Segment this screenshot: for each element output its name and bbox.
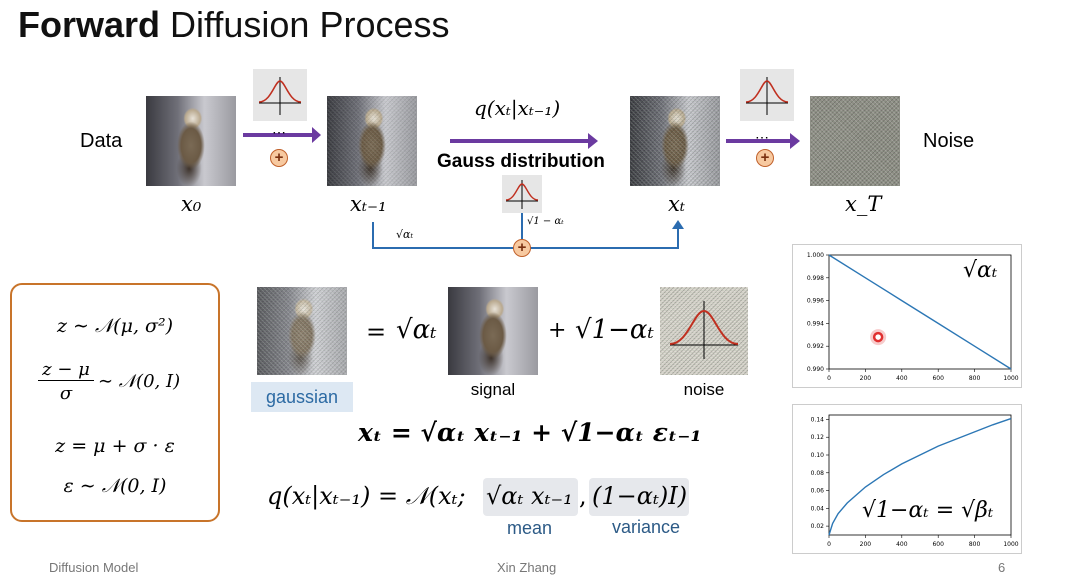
q-comma: , <box>579 482 587 510</box>
x-tick-label: 800 <box>969 541 981 548</box>
image-xT <box>810 96 900 186</box>
y-tick-label: 0.02 <box>811 523 825 530</box>
x-tick-label: 600 <box>932 375 944 382</box>
plus-icon: + <box>270 149 288 167</box>
image-x0 <box>146 96 236 186</box>
gaussian-tag: gaussian <box>251 382 353 412</box>
gaussian-formula-box: z ∼ 𝒩(μ, σ²) z − μ σ ∼ 𝒩(0, I) z = μ + σ… <box>10 283 220 522</box>
variance-label: variance <box>612 517 681 537</box>
page-title: Forward Diffusion Process <box>18 4 450 45</box>
gaussian-image <box>257 287 347 375</box>
y-tick-label: 0.992 <box>807 343 824 350</box>
sqrt-one-minus-alpha: √1−αₜ <box>575 315 654 345</box>
transition-label: q(xₜ|xₜ₋₁) <box>474 96 561 120</box>
plus-icon: + <box>756 149 774 167</box>
formula-denominator: σ <box>59 383 73 404</box>
mean-highlight <box>483 478 578 516</box>
formula-line-4: ε ∼ 𝒩(0, I) <box>63 475 167 497</box>
y-tick-label: 1.000 <box>807 252 824 259</box>
x-tick-label: 800 <box>969 375 981 382</box>
gauss-distribution-label: Gauss distribution <box>437 151 605 172</box>
page-number: 6 <box>998 560 1006 575</box>
x-tick-label: 600 <box>932 541 944 548</box>
chart-sqrt-beta: 0 200 400 600 800 1000 0.14 0.12 0.10 0.08 0.06 0.0… <box>811 414 1019 548</box>
marker-point <box>872 331 884 343</box>
y-tick-label: 0.990 <box>807 366 824 373</box>
q-variance: (1−αₜ)I) <box>592 482 688 510</box>
q-lhs: q(xₜ|xₜ₋₁) = 𝒩(xₜ; <box>267 482 466 510</box>
noise-image <box>660 287 748 375</box>
label-x0: x₀ <box>181 192 202 216</box>
x-tick-label: 400 <box>896 375 908 382</box>
signal-caption: signal <box>470 380 516 399</box>
y-tick-label: 0.998 <box>807 275 824 282</box>
plot-sqrt-beta: 0 200 400 600 800 1000 0.14 0.12 0.10 0.08 0.06 0.0… <box>792 404 1022 554</box>
mean-label: mean <box>507 518 553 538</box>
connector-noise <box>521 213 523 239</box>
footer-left: Diffusion Model <box>49 560 139 575</box>
arrow-1-head <box>312 127 321 143</box>
x-tick-label: 400 <box>896 541 908 548</box>
label-xt: xₜ <box>668 192 686 216</box>
x-tick-label: 200 <box>860 375 872 382</box>
x-tick-label: 200 <box>860 541 872 548</box>
y-tick-label: 0.06 <box>811 488 825 495</box>
arrow-2-head <box>588 133 598 149</box>
variance-highlight <box>589 478 689 516</box>
series-line <box>828 417 1012 536</box>
formula-numerator: z − μ <box>38 359 94 381</box>
plot1-title: √αₜ <box>963 258 998 283</box>
footer-center: Xin Zhang <box>497 560 557 575</box>
connector-arrowhead <box>672 220 684 229</box>
y-tick-label: 0.14 <box>811 416 825 423</box>
arrow-3-head <box>790 133 800 149</box>
formula-line-2: ∼ 𝒩(0, I) <box>98 371 181 392</box>
gaussian-curve-icon <box>502 175 542 213</box>
plot-sqrt-alpha: 0 200 400 600 800 1000 1.000 0.998 0.996 0.994 0.9… <box>792 244 1022 388</box>
plot-frame <box>828 254 1012 370</box>
y-tick-label: 0.10 <box>811 452 825 459</box>
sqrt-alpha-small: √αₜ <box>396 228 414 241</box>
x-tick-label: 0 <box>827 541 831 548</box>
noise-caption: noise <box>683 380 725 399</box>
equals-sign: = <box>366 318 387 346</box>
q-mean: √αₜ xₜ₋₁ <box>486 482 573 510</box>
label-xt-minus-1: xₜ₋₁ <box>350 192 387 216</box>
plot2-title: √1−αₜ = √βₜ <box>862 498 994 523</box>
label-xT: x_T <box>845 192 882 216</box>
image-xt-minus-1 <box>327 96 417 186</box>
arrow-1 <box>243 133 317 137</box>
formula-line-3: z = μ + σ · ε <box>55 435 175 457</box>
chart-sqrt-alpha: 0 200 400 600 800 1000 1.000 0.998 0.996 0.994 0.9… <box>807 252 1019 382</box>
update-rule: xₜ = √αₜ xₜ₋₁ + √1−αₜ εₜ₋₁ <box>358 418 702 447</box>
sqrt-one-minus-alpha-small: √1 − αₜ <box>527 216 564 227</box>
y-tick-label: 0.08 <box>811 470 825 477</box>
x-tick-label: 1000 <box>1003 375 1018 382</box>
image-xt <box>630 96 720 186</box>
arrow-3 <box>726 139 792 143</box>
plus-sign: + <box>548 318 567 343</box>
plot-frame <box>828 414 1012 536</box>
plus-icon: + <box>513 239 531 257</box>
y-tick-label: 0.996 <box>807 298 824 305</box>
sqrt-alpha: √αₜ <box>396 315 437 345</box>
x-tick-label: 1000 <box>1003 541 1018 548</box>
ellipsis-1: ⋯ <box>272 124 286 140</box>
noise-label: Noise <box>923 130 975 152</box>
signal-image <box>448 287 538 375</box>
series-line <box>828 254 1012 370</box>
arrow-2 <box>450 139 590 143</box>
formula-line-1: z ∼ 𝒩(μ, σ²) <box>56 315 174 337</box>
y-tick-label: 0.12 <box>811 434 825 441</box>
gaussian-curve-icon <box>740 69 794 121</box>
x-tick-label: 0 <box>827 375 831 382</box>
y-tick-label: 0.04 <box>811 505 825 512</box>
connector-up <box>677 227 679 249</box>
gaussian-curve-icon <box>253 69 307 121</box>
connector-down <box>372 222 374 248</box>
ellipsis-2: ⋯ <box>755 129 769 145</box>
y-tick-label: 0.994 <box>807 320 824 327</box>
data-label: Data <box>80 130 123 152</box>
